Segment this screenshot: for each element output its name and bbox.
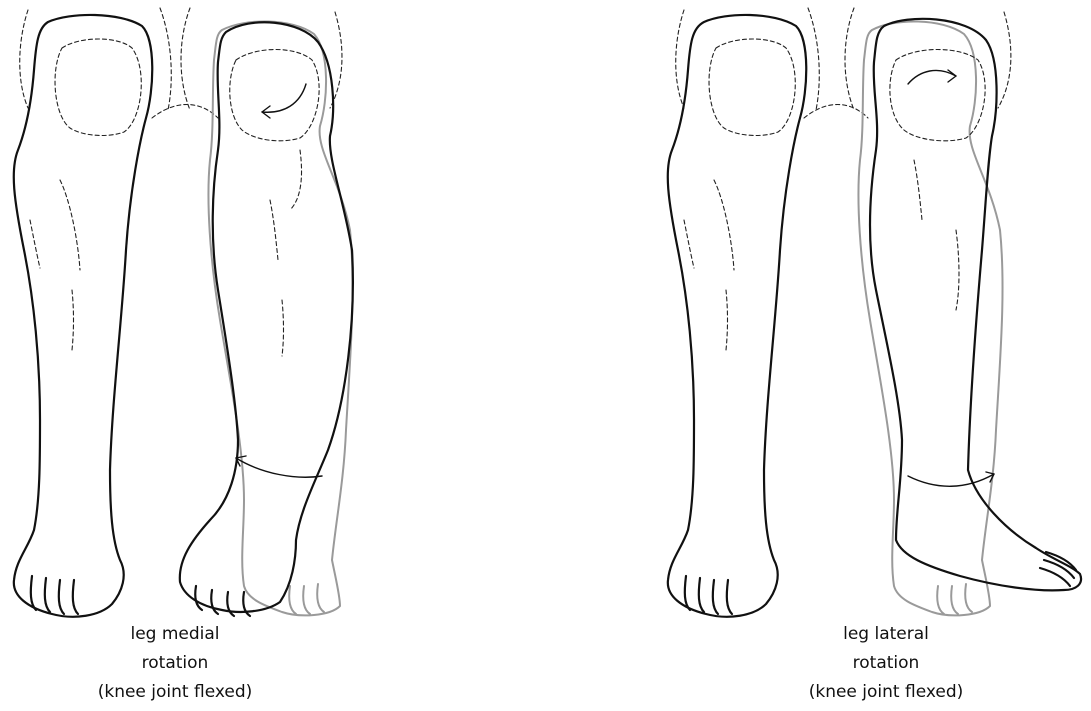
thigh-outline-left [676, 10, 684, 108]
static-leg [668, 15, 807, 617]
medial-rotation-caption: leg medial rotation (knee joint flexed) [0, 620, 365, 707]
ankle-rotation-arrow [236, 458, 322, 477]
crotch-curve [804, 105, 868, 119]
crotch-curve [152, 105, 218, 119]
thigh-outline-mid-left [808, 8, 819, 110]
original-position-leg [858, 21, 1002, 615]
ankle-rotation-arrow [908, 474, 994, 486]
knee-rotation-arrow [262, 84, 306, 112]
static-leg [14, 15, 153, 617]
lateral-rotation-illustration [546, 0, 1091, 622]
thigh-outline-mid-right [181, 8, 190, 110]
caption-line: leg medial [0, 620, 365, 649]
lateral-rotation-caption: leg lateral rotation (knee joint flexed) [696, 620, 1076, 707]
lateral-rotation-figure: leg lateral rotation (knee joint flexed) [546, 0, 1091, 711]
thigh-outline-mid-right [845, 8, 854, 110]
thigh-outline-left [20, 10, 28, 108]
medial-rotation-illustration [0, 0, 545, 622]
rotated-leg [180, 22, 353, 616]
caption-line: (knee joint flexed) [696, 678, 1076, 707]
caption-line: rotation [0, 649, 365, 678]
thigh-outline-right [998, 12, 1011, 108]
medial-rotation-figure: leg medial rotation (knee joint flexed) [0, 0, 545, 711]
thigh-outline-mid-left [160, 8, 171, 110]
caption-line: (knee joint flexed) [0, 678, 365, 707]
caption-line: rotation [696, 649, 1076, 678]
caption-line: leg lateral [696, 620, 1076, 649]
